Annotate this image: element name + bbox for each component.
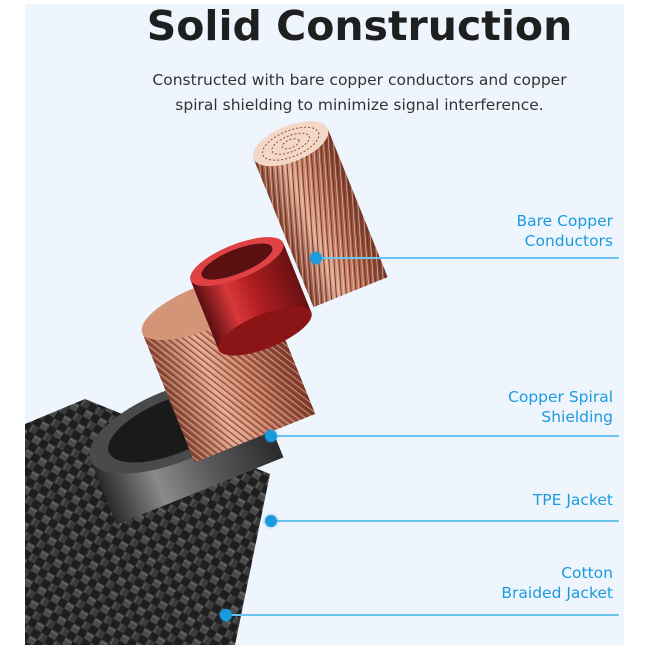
page-subtitle: Constructed with bare copper conductors … [95, 68, 624, 118]
product-infographic-panel: Solid Construction Constructed with bare… [25, 4, 624, 645]
marker-dot-icon [265, 515, 277, 527]
red-insulation-shape [190, 237, 312, 356]
callout-line-1: TPE Jacket [532, 491, 613, 509]
marker-dot-icon [220, 609, 232, 621]
callout-label-cotton-braided-jacket: Cotton Braided Jacket [501, 563, 613, 603]
cable-cross-section-illustration [25, 121, 388, 645]
leader-line-cotton-braided-jacket [226, 614, 619, 616]
leader-line-tpe-jacket [271, 520, 619, 522]
callout-line-2: Conductors [524, 232, 613, 250]
leader-line-bare-copper-conductors [316, 257, 619, 259]
callout-label-tpe-jacket: TPE Jacket [533, 490, 613, 510]
page-title: Solid Construction [146, 4, 573, 50]
marker-dot-icon [265, 430, 277, 442]
callout-line-1: Copper Spiral [508, 388, 613, 406]
subtitle-line-1: Constructed with bare copper conductors … [152, 71, 567, 89]
leader-line-copper-spiral-shielding [271, 435, 619, 437]
callout-line-1: Bare Copper [516, 212, 613, 230]
callout-line-2: Braided Jacket [501, 584, 613, 602]
marker-dot-icon [310, 252, 322, 264]
callout-line-1: Cotton [561, 564, 613, 582]
callout-label-bare-copper-conductors: Bare Copper Conductors [516, 211, 613, 251]
copper-conductor-shape [252, 121, 388, 308]
subtitle-line-2: spiral shielding to minimize signal inte… [175, 96, 544, 114]
callout-label-copper-spiral-shielding: Copper Spiral Shielding [508, 387, 613, 427]
callout-line-2: Shielding [541, 408, 613, 426]
